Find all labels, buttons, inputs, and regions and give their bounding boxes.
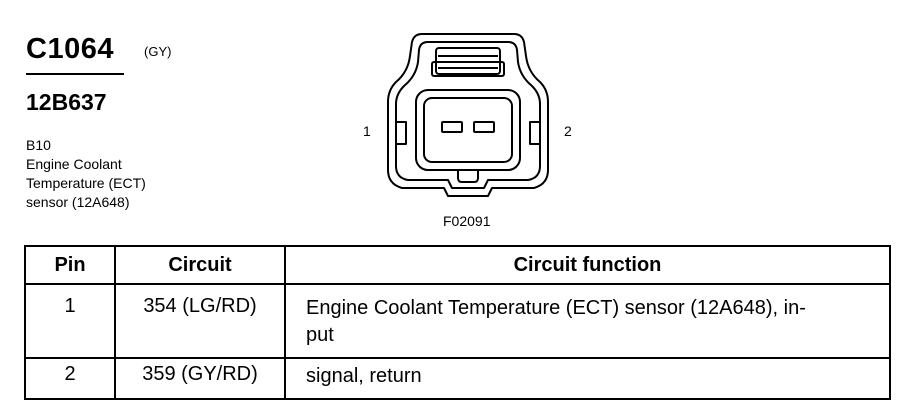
description-line: Engine Coolant bbox=[26, 156, 122, 172]
pin-label-1: 1 bbox=[363, 123, 371, 139]
component-description: B10 Engine Coolant Temperature (ECT) sen… bbox=[26, 136, 146, 212]
function-line: signal, return bbox=[306, 365, 422, 387]
connector-cavity-housing bbox=[415, 89, 521, 171]
connector-side-key-right bbox=[529, 121, 540, 145]
connector-bottom-key bbox=[457, 170, 479, 183]
function-line: Engine Coolant Temperature (ECT) sensor … bbox=[306, 297, 806, 319]
column-header-pin: Pin bbox=[24, 245, 116, 285]
connector-color: (GY) bbox=[144, 44, 172, 59]
part-number: 12B637 bbox=[26, 89, 107, 115]
connector-housing-outline bbox=[387, 33, 549, 197]
table-header-row: Pin Circuit Circuit function bbox=[24, 245, 891, 285]
column-header-function: Circuit function bbox=[284, 245, 891, 285]
connector-face-drawing bbox=[387, 33, 549, 197]
function-line: put bbox=[306, 324, 334, 346]
connector-side-key-left bbox=[396, 121, 407, 145]
description-line: B10 bbox=[26, 137, 51, 153]
description-line: sensor (12A648) bbox=[26, 194, 130, 210]
pin-label-2: 2 bbox=[564, 123, 572, 139]
function-cell: Engine Coolant Temperature (ECT) sensor … bbox=[284, 283, 891, 359]
column-header-circuit: Circuit bbox=[114, 245, 286, 285]
connector-id: C1064 bbox=[26, 33, 114, 65]
description-line: Temperature (ECT) bbox=[26, 175, 146, 191]
pin-cell: 2 bbox=[24, 357, 116, 400]
figure-id: F02091 bbox=[443, 213, 491, 229]
function-cell: signal, return bbox=[284, 357, 891, 400]
title-underline bbox=[26, 73, 124, 75]
circuit-cell: 354 (LG/RD) bbox=[114, 283, 286, 359]
table-row: 1 354 (LG/RD) Engine Coolant Temperature… bbox=[24, 283, 891, 359]
pin-table: Pin Circuit Circuit function 1 354 (LG/R… bbox=[24, 245, 891, 400]
connector-inner-outline bbox=[395, 41, 541, 189]
table-row: 2 359 (GY/RD) signal, return bbox=[24, 357, 891, 400]
circuit-cell: 359 (GY/RD) bbox=[114, 357, 286, 400]
terminal-pin-1 bbox=[441, 121, 463, 133]
terminal-pin-2 bbox=[473, 121, 495, 133]
pin-cell: 1 bbox=[24, 283, 116, 359]
